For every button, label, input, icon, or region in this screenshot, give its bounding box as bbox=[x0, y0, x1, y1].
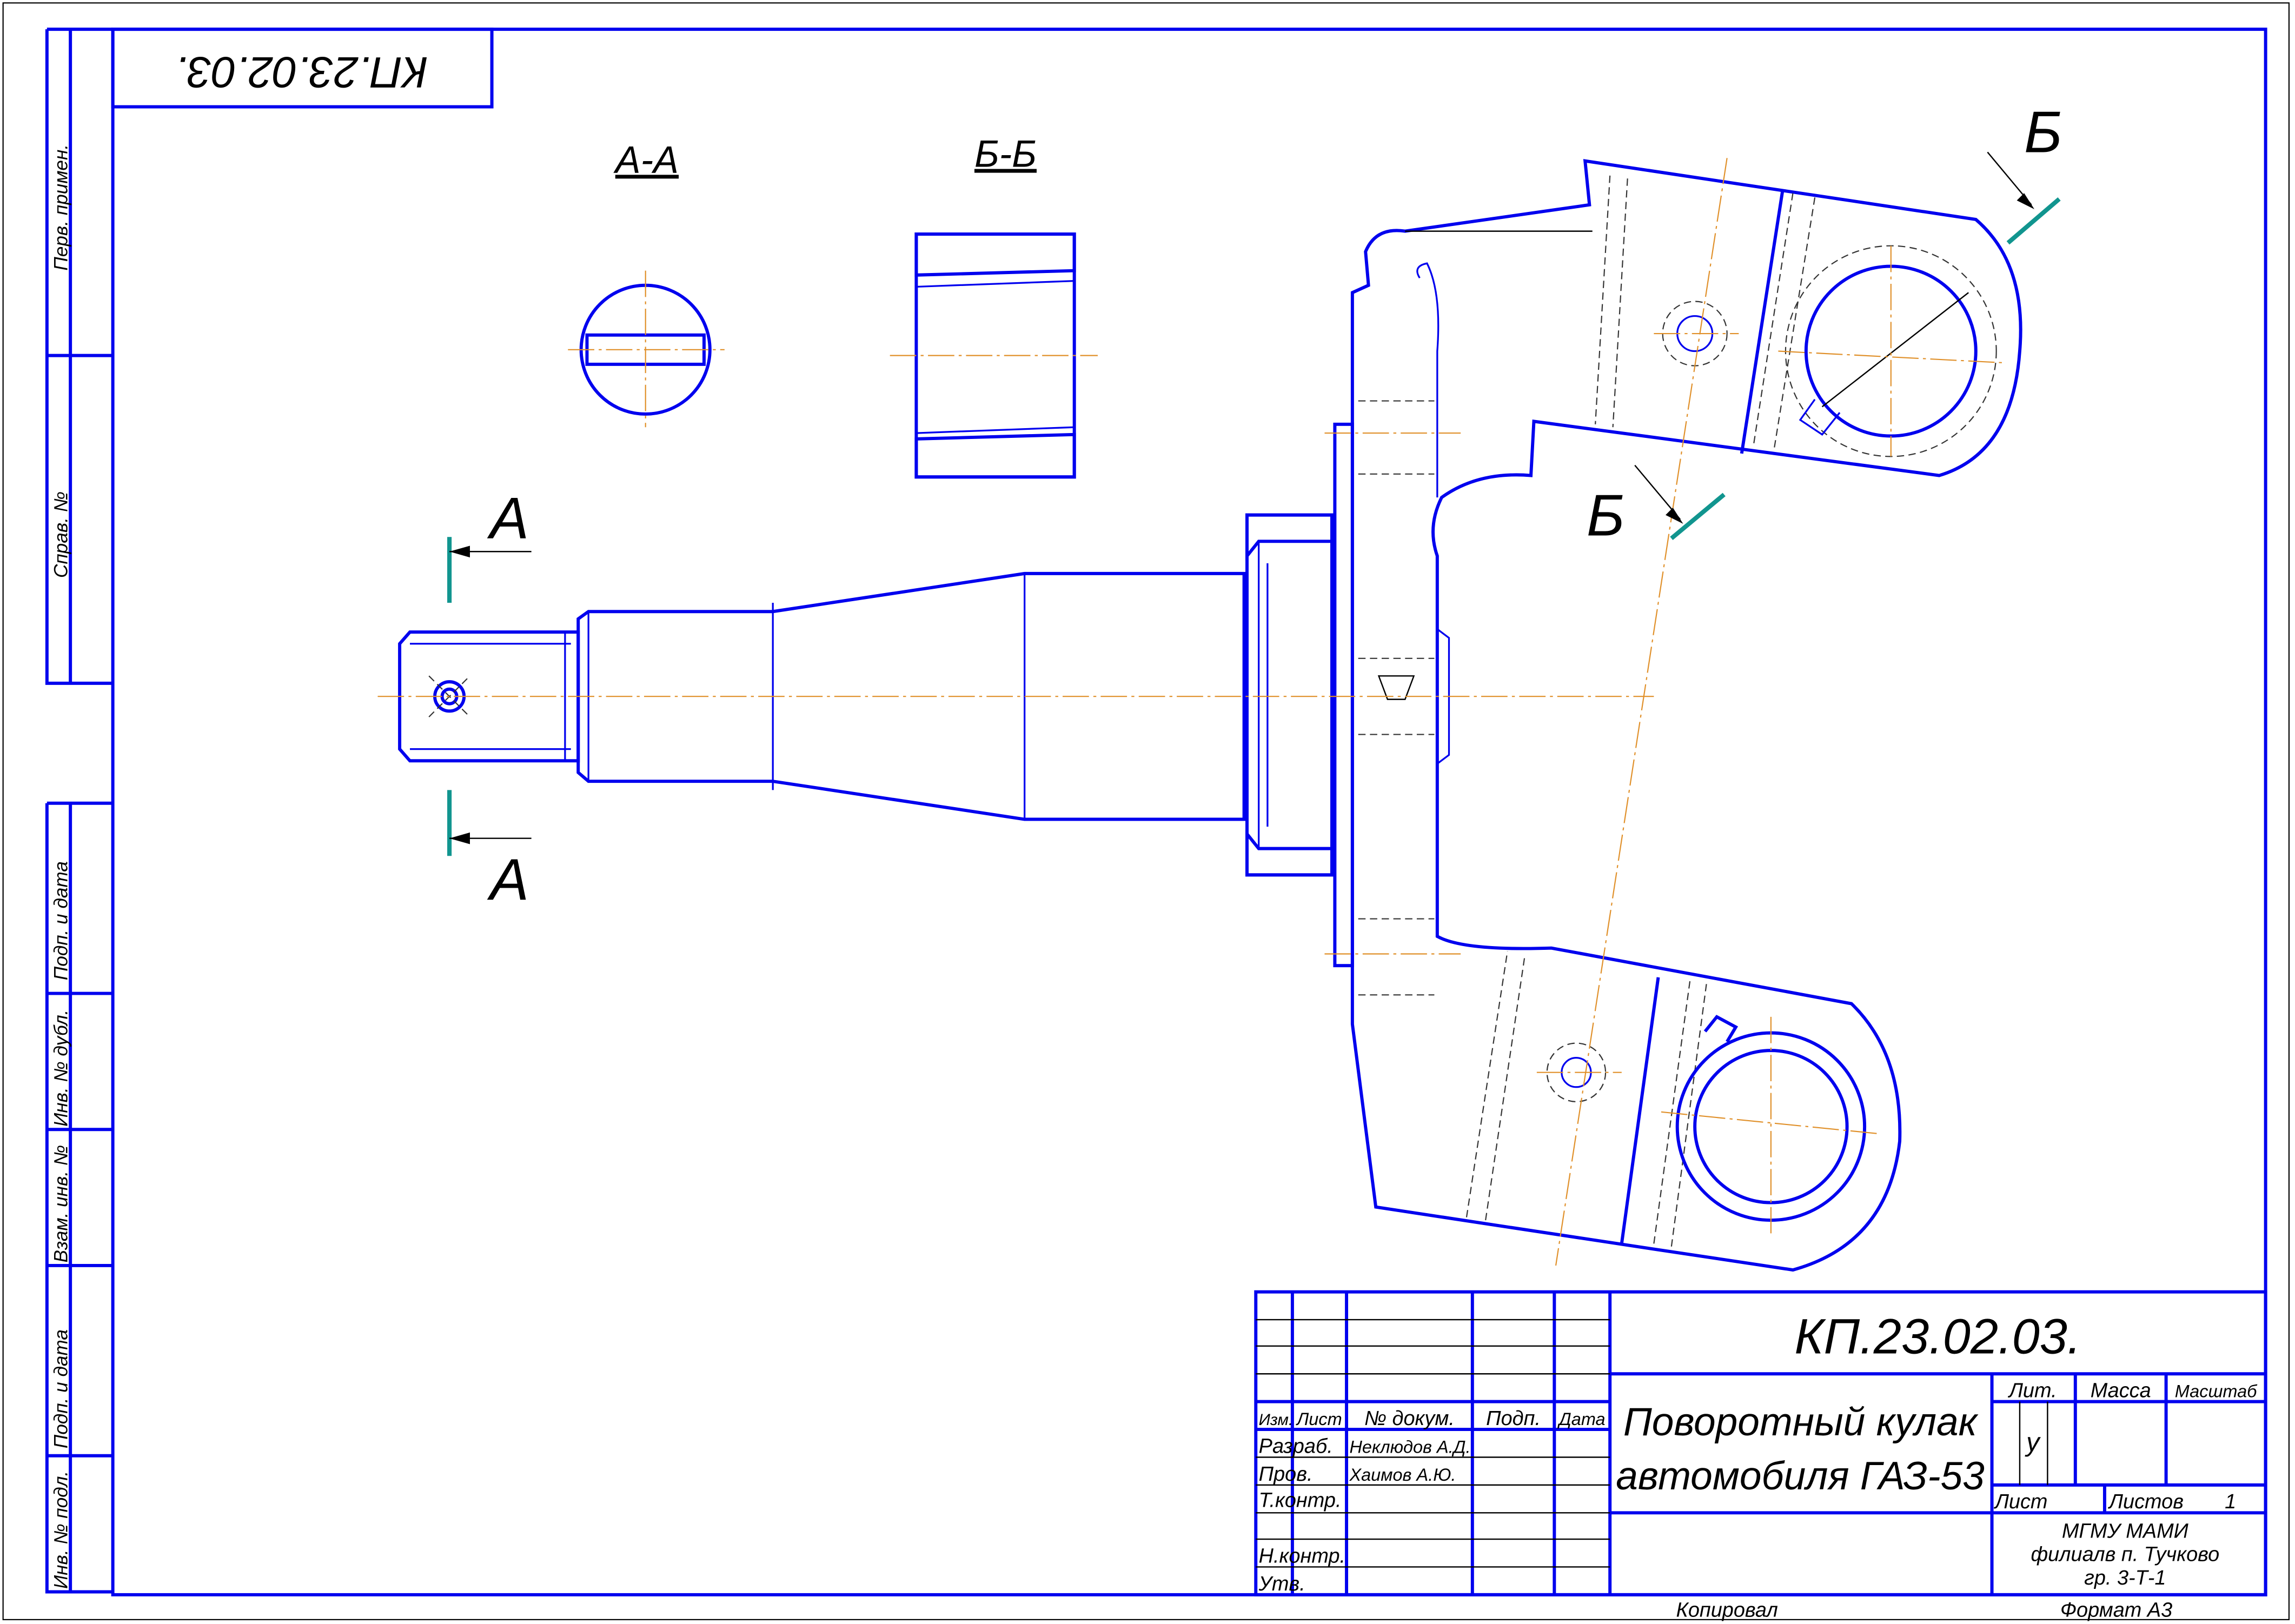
title-block: КП.23.02.03. Поворотный кулак автомобиля… bbox=[1254, 1290, 2267, 1621]
section-a-a: А-А bbox=[568, 138, 725, 428]
header-sign: Подп. bbox=[1486, 1407, 1541, 1430]
header-doc-no: № докум. bbox=[1364, 1407, 1455, 1430]
org-line3: гр. 3-Т-1 bbox=[2084, 1567, 2166, 1589]
lit-label: Лит. bbox=[2007, 1380, 2057, 1402]
strip-label-sprav: Справ. № bbox=[51, 491, 72, 578]
cut-label-b-top: Б bbox=[2024, 99, 2062, 164]
section-b-b-label: Б-Б bbox=[974, 132, 1037, 175]
cut-label-a-bottom: А bbox=[487, 847, 529, 912]
role-approved: Утв. bbox=[1258, 1573, 1305, 1595]
section-a-a-label: А-А bbox=[613, 138, 679, 181]
sheets-value: 1 bbox=[2225, 1490, 2236, 1513]
strip-label-podp-data-2: Подп. и дата bbox=[51, 1329, 72, 1448]
org-line2: филиалв п. Тучково bbox=[2031, 1543, 2219, 1566]
sheets-label: Листов bbox=[2107, 1490, 2184, 1513]
strip-label-perv-primen: Перв. примен. bbox=[51, 144, 72, 271]
strip-label-inv-podl: Инв. № подл. bbox=[51, 1471, 72, 1589]
copied-label: Копировал bbox=[1676, 1599, 1778, 1621]
role-tech-control: Т.контр. bbox=[1259, 1489, 1342, 1512]
cut-plane-a: А А bbox=[447, 485, 532, 912]
mass-label: Масса bbox=[2091, 1380, 2151, 1402]
header-list: Лист bbox=[1296, 1409, 1342, 1429]
role-developer: Разраб. bbox=[1259, 1435, 1333, 1457]
title-name-line1: Поворотный кулак bbox=[1623, 1400, 1979, 1444]
title-name-line2: автомобиля ГАЗ-53 bbox=[1616, 1454, 1985, 1498]
header-date: Дата bbox=[1557, 1409, 1606, 1429]
header-izm: Изм. bbox=[1259, 1411, 1293, 1429]
name-developer: Неклюдов А.Д. bbox=[1349, 1437, 1470, 1456]
side-strip: Перв. примен. Справ. № Подп. и дата Инв.… bbox=[45, 28, 113, 1594]
strip-label-podp-data-1: Подп. и дата bbox=[51, 861, 72, 980]
name-checker: Хаимов А.Ю. bbox=[1349, 1465, 1456, 1485]
lit-value: у bbox=[2025, 1428, 2041, 1457]
title-code: КП.23.02.03. bbox=[1794, 1309, 2081, 1364]
cut-label-b-bottom: Б bbox=[1587, 483, 1624, 548]
strip-label-vzam-inv: Взам. инв. № bbox=[51, 1145, 72, 1263]
strip-label-inv-dubl: Инв. № дубл. bbox=[51, 1010, 72, 1127]
role-checker: Пров. bbox=[1259, 1463, 1313, 1486]
drawing-frame bbox=[111, 28, 2267, 1596]
role-norm-control: Н.контр. bbox=[1259, 1545, 1345, 1567]
cut-plane-b: Б Б bbox=[1587, 99, 2062, 548]
org-line1: МГМУ МАМИ bbox=[2062, 1520, 2189, 1542]
section-b-b: Б-Б bbox=[890, 132, 1098, 479]
sheet-label: Лист bbox=[1993, 1490, 2048, 1513]
format-label: Формат А3 bbox=[2060, 1599, 2172, 1621]
cut-label-a-top: А bbox=[487, 485, 529, 551]
steering-knuckle-main-view bbox=[377, 158, 2022, 1272]
code-upside-down: КП.23.02.03. bbox=[175, 48, 428, 96]
scale-label: Масштаб bbox=[2175, 1382, 2258, 1401]
